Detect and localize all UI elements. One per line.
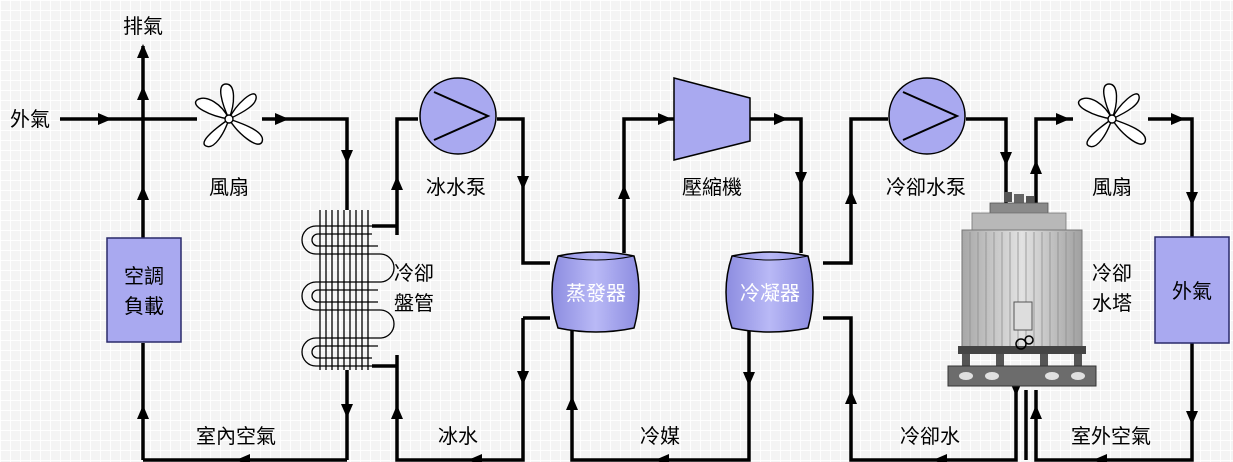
evaporator-icon [551,251,640,333]
fan-left-icon [194,83,264,148]
label-compressor: 壓縮機 [682,175,742,199]
label-tower-line2: 水塔 [1092,291,1132,315]
condenser-icon [725,251,814,333]
cooling-water-pump-icon [888,77,966,155]
chilled-water-loop [395,117,550,462]
label-indoor-air: 室內空氣 [196,424,276,448]
label-chilled-pump: 冰水泵 [426,175,486,199]
chilled-water-pump-icon [419,77,497,155]
label-outside-air-in: 外氣 [10,107,50,131]
label-ac-load-line2: 負載 [124,294,164,318]
label-outdoor-air: 室外空氣 [1071,424,1151,448]
label-refrigerant: 冷媒 [640,424,680,448]
label-cooling-water: 冷卻水 [900,424,960,448]
label-ac-load-line1: 空調 [124,264,164,288]
label-cooling-pump: 冷卻水泵 [886,175,966,199]
diagram-labels: 排氣 外氣 風扇 冰水泵 壓縮機 冷卻水泵 風扇 空調 負載 冷卻 盤管 蒸發器… [10,14,1212,448]
fan-right-icon [1077,83,1147,148]
label-chilled-water: 冰水 [438,424,478,448]
flow-arrows [98,44,1198,462]
cooling-coil-icon [301,210,397,370]
label-fan-left: 風扇 [209,175,249,199]
label-exhaust: 排氣 [123,14,163,38]
ac-load-box [106,237,182,343]
label-fan-right: 風扇 [1092,175,1132,199]
label-coil-line2: 盤管 [394,291,434,315]
outside-air-box [1154,236,1230,344]
label-condenser: 冷凝器 [740,281,800,305]
cooling-tower-icon [947,192,1097,387]
compressor-icon [673,77,751,161]
label-outside-box: 外氣 [1172,279,1212,303]
label-coil-line1: 冷卻 [394,261,434,285]
label-evaporator: 蒸發器 [566,281,626,305]
label-tower-line1: 冷卻 [1092,261,1132,285]
